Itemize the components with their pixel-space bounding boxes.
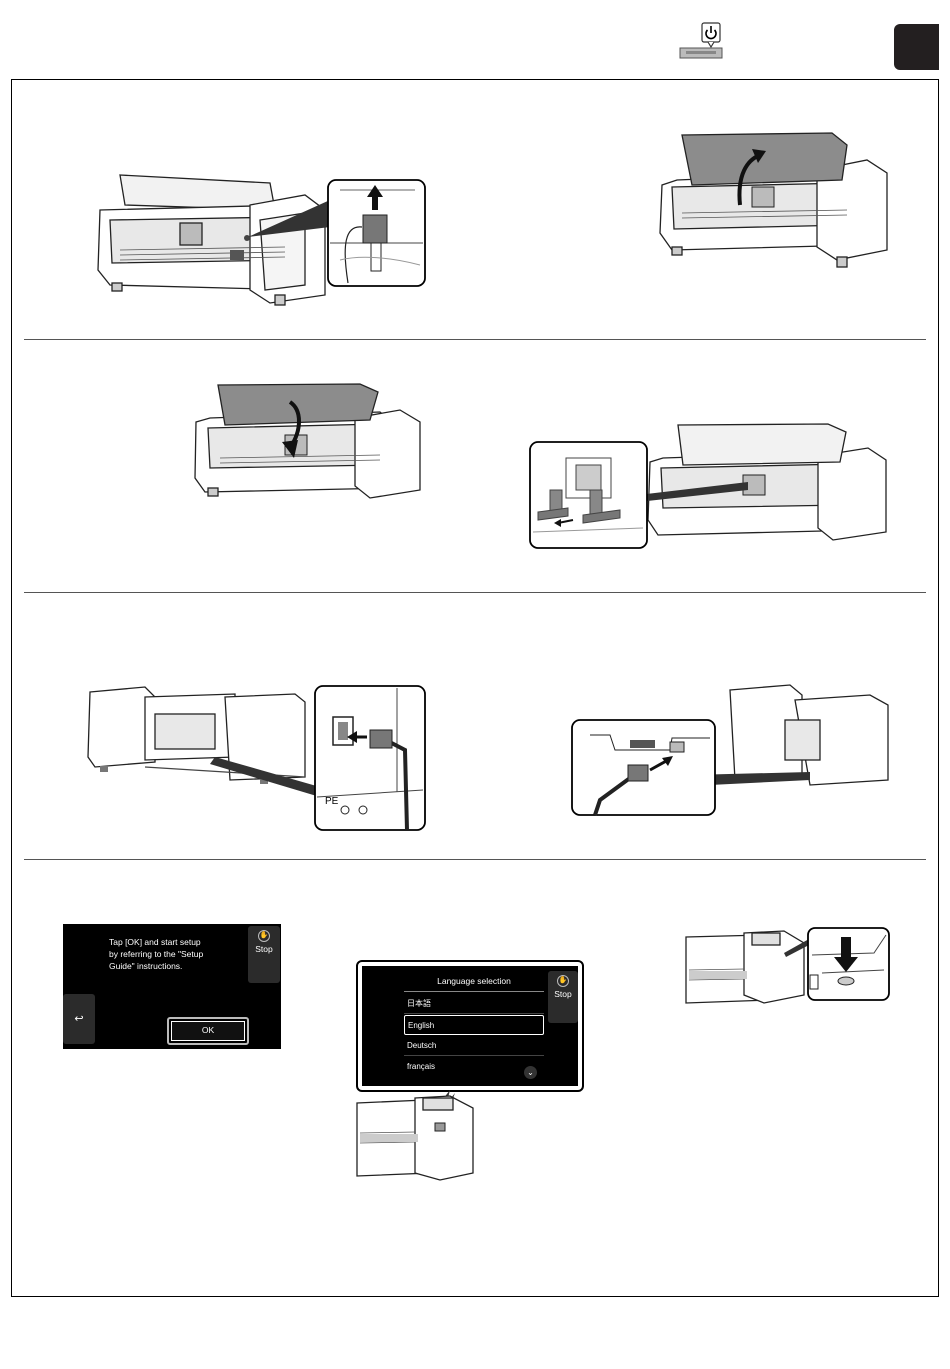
- printer-connect-power-outlet-illustration: [570, 680, 895, 820]
- printer-remove-lock-illustration: [528, 420, 890, 550]
- back-arrow-icon: ↩: [74, 1013, 83, 1025]
- printer-panel-illustration: [355, 1088, 480, 1183]
- printer-remove-tape-illustration: [90, 165, 430, 310]
- language-title: Language selection: [404, 976, 544, 986]
- pe-label: PE: [325, 796, 339, 807]
- language-screen: Language selection 日本語 English Deutsch f…: [362, 966, 578, 1086]
- stop-icon: ✋: [557, 975, 569, 987]
- setup-message: Tap [OK] and start setup by referring to…: [109, 936, 203, 972]
- language-option-francais[interactable]: français: [404, 1057, 544, 1077]
- stop-button[interactable]: ✋ Stop: [248, 926, 280, 983]
- language-option-japanese[interactable]: 日本語: [404, 994, 544, 1014]
- back-button[interactable]: ↩: [63, 994, 95, 1044]
- stop-label: Stop: [255, 944, 273, 954]
- language-screen-bezel: Language selection 日本語 English Deutsch f…: [356, 960, 584, 1092]
- chevron-down-icon: ⌄: [527, 1068, 534, 1077]
- stop-button[interactable]: ✋ Stop: [548, 971, 578, 1023]
- ok-label: OK: [171, 1021, 245, 1041]
- language-option-deutsch[interactable]: Deutsch: [404, 1036, 544, 1056]
- ok-button[interactable]: OK: [167, 1017, 249, 1045]
- stop-icon: ✋: [258, 930, 270, 942]
- power-indicator: [678, 22, 724, 62]
- title-underline: [404, 991, 544, 992]
- divider-3: [24, 859, 926, 860]
- divider-2: [24, 592, 926, 593]
- setup-screen: Tap [OK] and start setup by referring to…: [63, 924, 281, 1049]
- printer-close-cover-illustration: [190, 380, 430, 500]
- scroll-down-button[interactable]: ⌄: [524, 1066, 537, 1079]
- printer-connect-power-rear-illustration: PE: [85, 682, 430, 832]
- section-tab: [894, 24, 939, 70]
- language-option-english[interactable]: English: [404, 1015, 544, 1035]
- power-icon: [678, 22, 724, 62]
- printer-power-button-illustration: [684, 925, 894, 1010]
- divider-1: [24, 339, 926, 340]
- printer-open-cover-illustration: [652, 125, 892, 275]
- stop-label: Stop: [554, 989, 572, 999]
